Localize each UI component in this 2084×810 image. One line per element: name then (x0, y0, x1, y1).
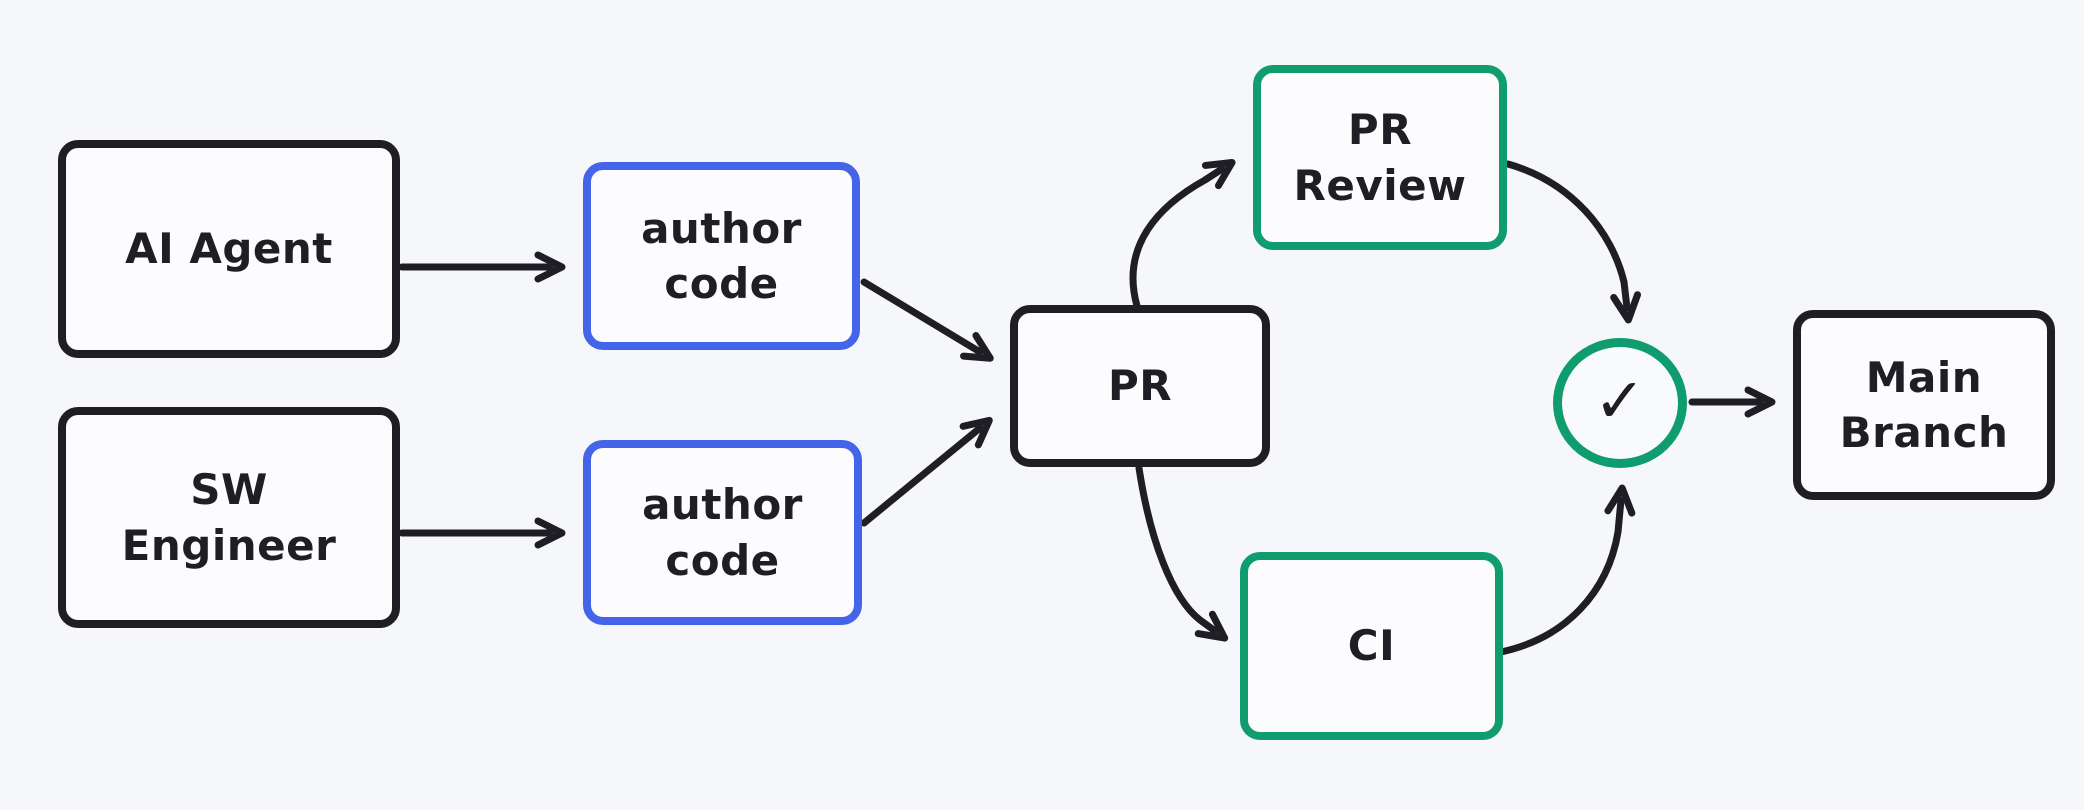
edge-author-code-bottom-to-pr (860, 416, 993, 527)
node-author-code-top-label: author code (641, 203, 802, 308)
node-author-code-top: author code (583, 162, 860, 350)
node-ci: CI (1240, 552, 1503, 740)
node-sw-engineer: SW Engineer (58, 407, 400, 628)
edge-ci-to-check (1497, 484, 1636, 656)
node-author-code-bottom: author code (583, 440, 862, 625)
edge-pr-to-pr-review (1129, 158, 1236, 310)
node-pr-review-label: PR Review (1293, 105, 1467, 210)
node-pr: PR (1010, 305, 1270, 467)
node-main-branch-label: Main Branch (1839, 352, 2009, 457)
edge-pr-to-ci (1135, 464, 1229, 642)
check-icon: ✓ (1593, 364, 1647, 437)
node-main-branch: Main Branch (1793, 310, 2055, 500)
edge-pr-review-to-check (1504, 160, 1642, 324)
node-ci-label: CI (1347, 621, 1396, 671)
node-pr-label: PR (1107, 361, 1173, 411)
node-sw-engineer-label: SW Engineer (121, 465, 337, 570)
node-ai-agent: AI Agent (58, 140, 400, 358)
node-author-code-bottom-label: author code (642, 480, 803, 585)
node-ai-agent-label: AI Agent (125, 224, 333, 274)
node-approval-check: ✓ (1553, 338, 1687, 468)
node-pr-review: PR Review (1253, 65, 1507, 250)
edge-author-code-top-to-pr (860, 278, 994, 362)
